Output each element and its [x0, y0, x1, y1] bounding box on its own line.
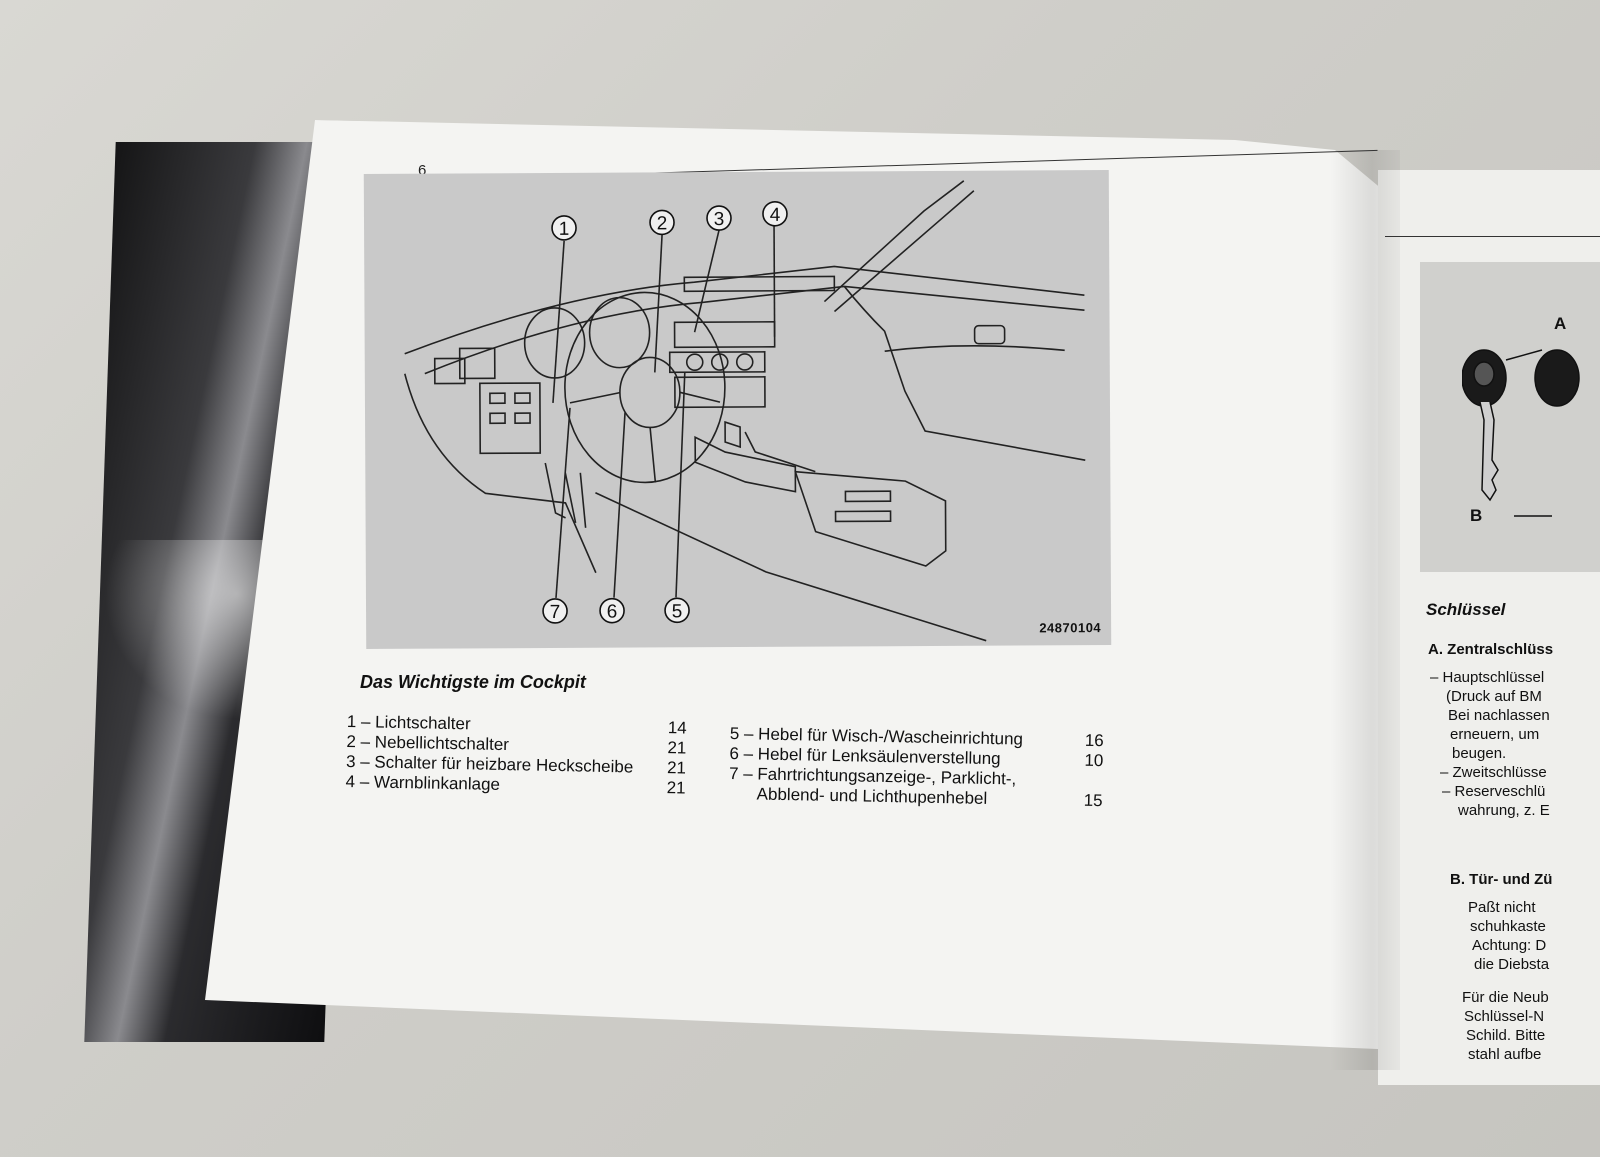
text-line: (Druck auf BM — [1446, 688, 1542, 705]
legend-right-column: 5 – Hebel für Wisch-/Wascheinrichtung 16… — [728, 724, 1109, 811]
legend-page-ref: 16 — [1084, 730, 1104, 751]
legend-page-ref: 14 — [667, 718, 687, 738]
text-line: erneuern, um — [1450, 726, 1540, 743]
callout-5: 5 — [672, 601, 683, 622]
callout-3: 3 — [714, 209, 725, 230]
callout-circle-4 — [762, 201, 788, 227]
key-label-b: B — [1470, 506, 1483, 525]
page-number: 6 — [418, 162, 427, 179]
legend-page-ref: 10 — [1084, 750, 1104, 771]
callout-circle-7 — [542, 598, 568, 624]
callout-6: 6 — [607, 602, 618, 623]
callout-circle-6 — [599, 597, 625, 624]
keys-title: Schlüssel — [1426, 600, 1506, 619]
callout-circle-2 — [649, 209, 675, 236]
cockpit-illustration: 1 2 3 4 5 6 7 24870104 — [363, 170, 1112, 649]
right-header-rule — [1385, 236, 1600, 237]
text-line: Bei nachlassen — [1448, 707, 1550, 724]
figure-code: 24870104 — [1039, 620, 1102, 636]
callout-4: 4 — [770, 205, 781, 226]
text-line: Schlüssel-N — [1464, 1008, 1545, 1025]
legend-page-ref: 21 — [666, 758, 687, 778]
section-b-text: Paßt nicht schuhkaste Achtung: D die Die… — [1468, 898, 1549, 974]
callout-7: 7 — [550, 602, 561, 623]
key-illustration — [1420, 262, 1600, 572]
text-line: – Reserveschlü — [1442, 783, 1546, 800]
text-line: Schild. Bitte — [1466, 1027, 1546, 1044]
callout-1: 1 — [559, 219, 570, 240]
legend-page-ref: 21 — [667, 738, 687, 758]
callout-circle-3 — [706, 205, 732, 231]
cockpit-line-drawing: 1 2 3 4 5 6 7 — [404, 180, 1086, 642]
callout-circle-5 — [664, 597, 690, 624]
text-line: – Hauptschlüssel — [1430, 669, 1545, 686]
section-b-heading: B. Tür- und Zü — [1450, 871, 1553, 888]
text-line: beugen. — [1452, 745, 1507, 762]
section-a-heading: A. Zentralschlüss — [1428, 641, 1554, 658]
key-drawing — [1462, 349, 1580, 517]
key-label-a: A — [1554, 314, 1567, 333]
callout-circle-1 — [551, 215, 577, 241]
text-line: – Zweitschlüsse — [1440, 764, 1547, 781]
text-line: Achtung: D — [1472, 937, 1547, 954]
cockpit-title: Das Wichtigste im Cockpit — [360, 672, 586, 692]
text-line: schuhkaste — [1470, 918, 1546, 935]
legend-page-ref: 15 — [1083, 790, 1103, 811]
text-line: Paßt nicht — [1468, 899, 1536, 916]
section-a-text: – Hauptschlüssel (Druck auf BM Bei nachl… — [1430, 668, 1550, 820]
legend-page-ref: 21 — [666, 778, 686, 798]
text-line: stahl aufbe — [1468, 1046, 1542, 1063]
page-gutter-shadow — [1330, 150, 1400, 1070]
text-line: die Diebsta — [1474, 956, 1550, 973]
legend-left-column: 1 – Lichtschalter 14 2 – Nebellichtschal… — [345, 712, 691, 799]
text-line: wahrung, z. E — [1458, 802, 1550, 819]
text-line: Für die Neub — [1462, 989, 1549, 1006]
callout-2: 2 — [657, 213, 668, 234]
section-c-text: Für die Neub Schlüssel-N Schild. Bitte s… — [1462, 988, 1549, 1064]
